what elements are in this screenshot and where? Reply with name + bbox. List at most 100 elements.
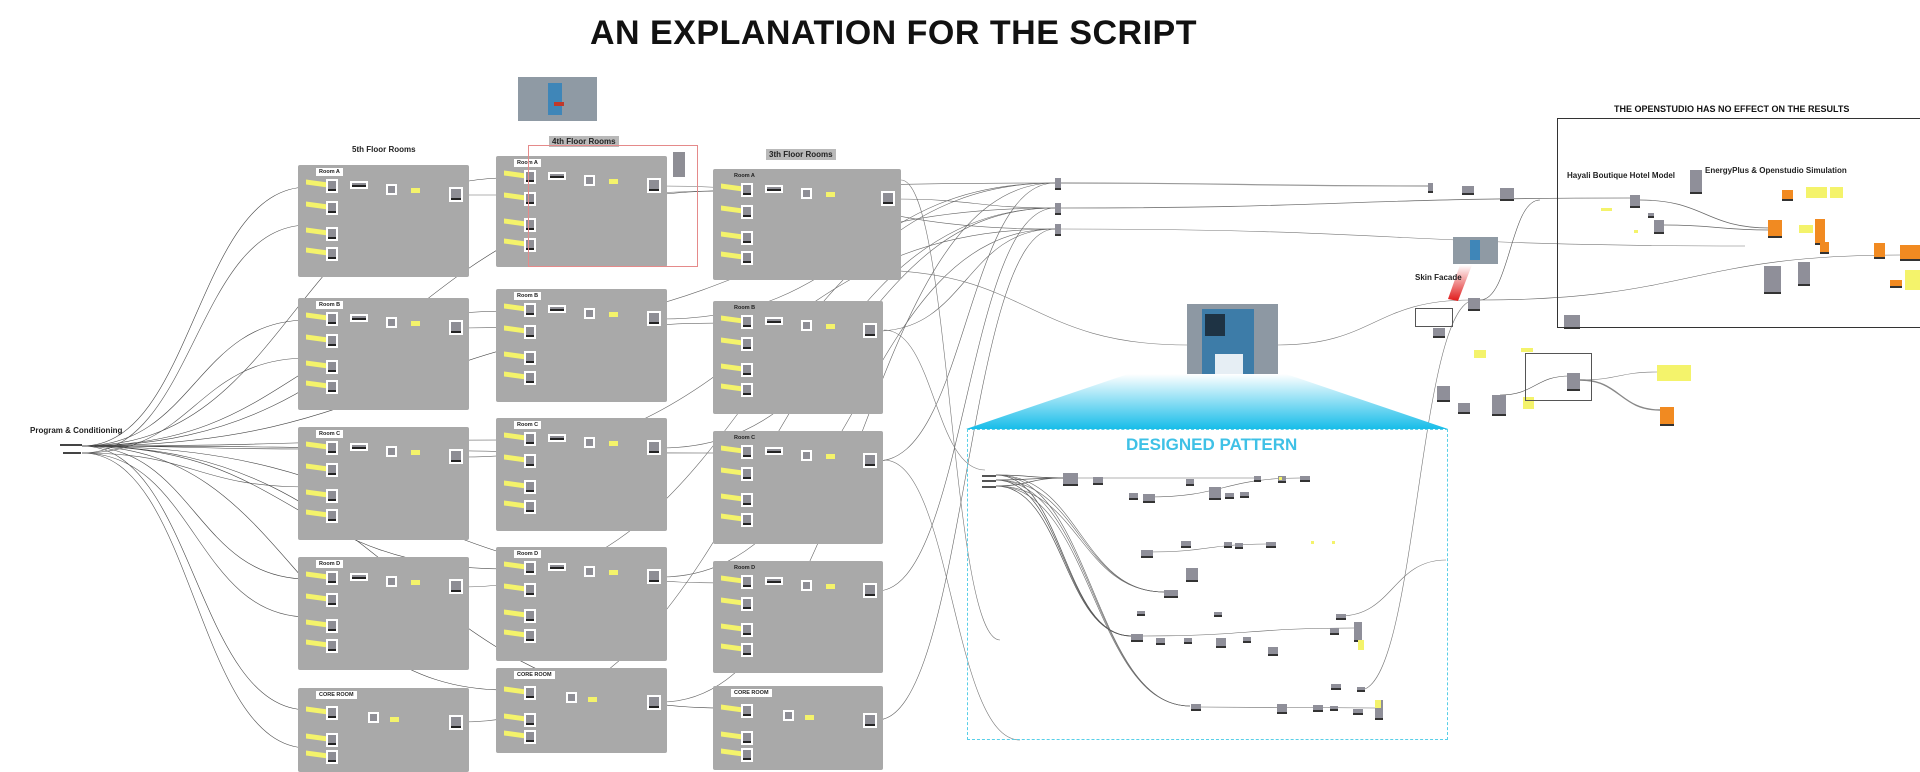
room-output-node[interactable]: [863, 583, 877, 598]
merge-node[interactable]: [801, 580, 812, 591]
component-node[interactable]: [326, 334, 338, 348]
pattern-component[interactable]: [1268, 647, 1278, 656]
value-panel[interactable]: [609, 570, 618, 575]
component-node[interactable]: [524, 583, 536, 597]
yellow-panel[interactable]: [504, 170, 526, 179]
value-panel[interactable]: [411, 450, 420, 455]
merge-node[interactable]: [566, 692, 577, 703]
component-node[interactable]: [1648, 213, 1654, 218]
component-node[interactable]: [1564, 315, 1580, 329]
yellow-panel[interactable]: [504, 609, 526, 618]
room-output-node[interactable]: [647, 178, 661, 193]
pattern-component[interactable]: [1131, 634, 1143, 642]
value-panel[interactable]: [805, 715, 814, 720]
value-panel[interactable]: [411, 580, 420, 585]
component-node[interactable]: [524, 713, 536, 727]
merge-node[interactable]: [801, 188, 812, 199]
component-node[interactable]: [741, 623, 753, 637]
pattern-component[interactable]: [1137, 611, 1145, 616]
yellow-panel[interactable]: [721, 597, 743, 606]
yellow-panel[interactable]: [504, 480, 526, 489]
component-node[interactable]: [524, 351, 536, 365]
yellow-panel[interactable]: [1830, 187, 1843, 198]
yellow-panel[interactable]: [1279, 477, 1282, 480]
yellow-panel[interactable]: [1358, 640, 1364, 650]
pattern-component[interactable]: [1254, 476, 1261, 482]
component-node[interactable]: [326, 593, 338, 607]
component-node[interactable]: [1468, 298, 1480, 311]
pattern-component[interactable]: [1063, 473, 1078, 486]
component-node[interactable]: [741, 704, 753, 718]
pattern-component[interactable]: [1266, 542, 1276, 548]
value-panel[interactable]: [826, 192, 835, 197]
component-node[interactable]: [741, 445, 753, 459]
yellow-panel[interactable]: [1634, 230, 1638, 233]
component-node[interactable]: [1764, 266, 1781, 294]
value-panel[interactable]: [609, 441, 618, 446]
yellow-panel[interactable]: [504, 730, 526, 739]
room-output-node[interactable]: [449, 187, 463, 202]
pattern-component[interactable]: [1225, 493, 1234, 499]
yellow-panel[interactable]: [1311, 541, 1314, 544]
energyplus-component[interactable]: [1820, 242, 1829, 254]
pattern-component[interactable]: [1300, 476, 1310, 482]
component-node[interactable]: [326, 441, 338, 455]
pattern-component[interactable]: [1243, 637, 1251, 643]
yellow-panel[interactable]: [1799, 225, 1813, 233]
yellow-panel[interactable]: [721, 575, 743, 584]
yellow-panel[interactable]: [306, 593, 328, 602]
list-node[interactable]: [350, 314, 368, 322]
component-node[interactable]: [524, 238, 536, 252]
value-panel[interactable]: [411, 321, 420, 326]
fourth-floor-extra-node[interactable]: [673, 152, 685, 177]
pattern-component[interactable]: [1330, 628, 1339, 635]
component-node[interactable]: [326, 201, 338, 215]
component-node[interactable]: [524, 192, 536, 206]
yellow-panel[interactable]: [504, 218, 526, 227]
yellow-panel[interactable]: [721, 493, 743, 502]
pattern-component[interactable]: [1313, 705, 1323, 712]
component-node[interactable]: [741, 383, 753, 397]
yellow-panel[interactable]: [721, 383, 743, 392]
merge-node[interactable]: [386, 184, 397, 195]
component-node[interactable]: [741, 251, 753, 265]
value-panel[interactable]: [826, 454, 835, 459]
room-output-node[interactable]: [881, 191, 895, 206]
room-output-node[interactable]: [647, 569, 661, 584]
yellow-panel[interactable]: [306, 312, 328, 321]
list-node[interactable]: [548, 305, 566, 313]
yellow-panel[interactable]: [306, 441, 328, 450]
component-node[interactable]: [1437, 386, 1450, 402]
yellow-panel[interactable]: [306, 733, 328, 742]
yellow-panel[interactable]: [721, 513, 743, 522]
component-node[interactable]: [741, 183, 753, 197]
yellow-panel[interactable]: [721, 363, 743, 372]
component-node[interactable]: [524, 170, 536, 184]
room-output-node[interactable]: [449, 579, 463, 594]
yellow-panel[interactable]: [504, 351, 526, 360]
yellow-panel[interactable]: [306, 179, 328, 188]
yellow-panel[interactable]: [1523, 397, 1534, 409]
pattern-component[interactable]: [1143, 494, 1155, 503]
room-output-node[interactable]: [449, 320, 463, 335]
component-node[interactable]: [524, 432, 536, 446]
component-node[interactable]: [1492, 395, 1506, 416]
component-node[interactable]: [1630, 195, 1640, 208]
yellow-panel[interactable]: [306, 334, 328, 343]
room-output-node[interactable]: [863, 323, 877, 338]
yellow-panel[interactable]: [721, 315, 743, 324]
yellow-panel[interactable]: [504, 500, 526, 509]
pattern-component[interactable]: [1209, 487, 1221, 500]
component-node[interactable]: [741, 493, 753, 507]
pattern-component[interactable]: [1357, 687, 1365, 692]
component-node[interactable]: [524, 480, 536, 494]
yellow-panel[interactable]: [306, 571, 328, 580]
component-node[interactable]: [326, 360, 338, 374]
list-node[interactable]: [765, 317, 783, 325]
yellow-panel[interactable]: [504, 238, 526, 247]
yellow-panel[interactable]: [721, 183, 743, 192]
yellow-panel[interactable]: [504, 371, 526, 380]
list-node[interactable]: [548, 563, 566, 571]
yellow-panel[interactable]: [504, 454, 526, 463]
merge-node[interactable]: [584, 437, 595, 448]
